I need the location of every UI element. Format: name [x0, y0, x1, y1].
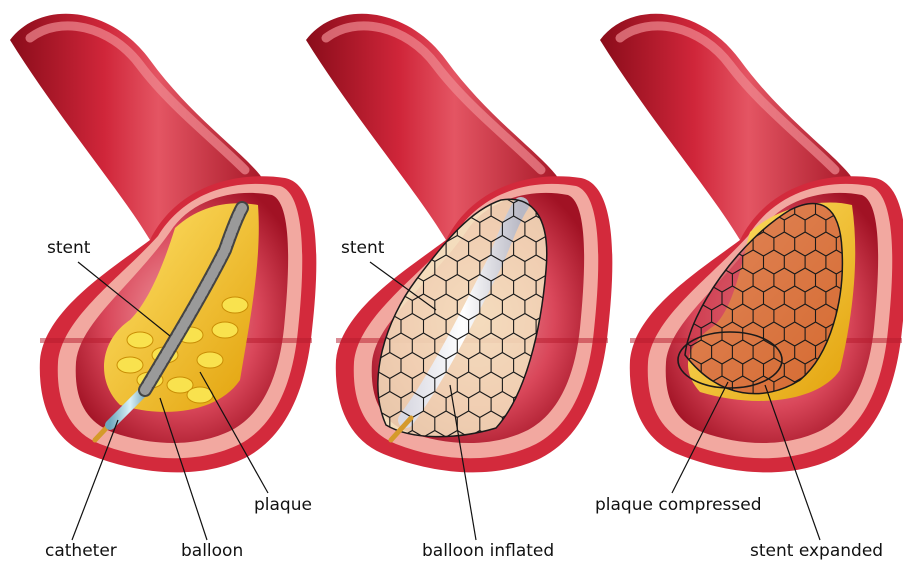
label-stent-1: stent	[47, 240, 90, 257]
label-plaque: plaque	[254, 497, 312, 514]
label-stent-expanded: stent expanded	[750, 543, 883, 560]
label-catheter: catheter	[45, 543, 117, 560]
plaque-cell	[197, 352, 223, 368]
plaque-cell	[212, 322, 238, 338]
plaque-cell	[127, 332, 153, 348]
label-balloon: balloon	[181, 543, 243, 560]
label-plaque-compressed: plaque compressed	[595, 497, 762, 514]
plaque-cell	[222, 297, 248, 313]
label-stent-2: stent	[341, 240, 384, 257]
plaque-cell	[117, 357, 143, 373]
label-balloon-inflated: balloon inflated	[422, 543, 554, 560]
vessel-panel-3	[600, 14, 903, 473]
